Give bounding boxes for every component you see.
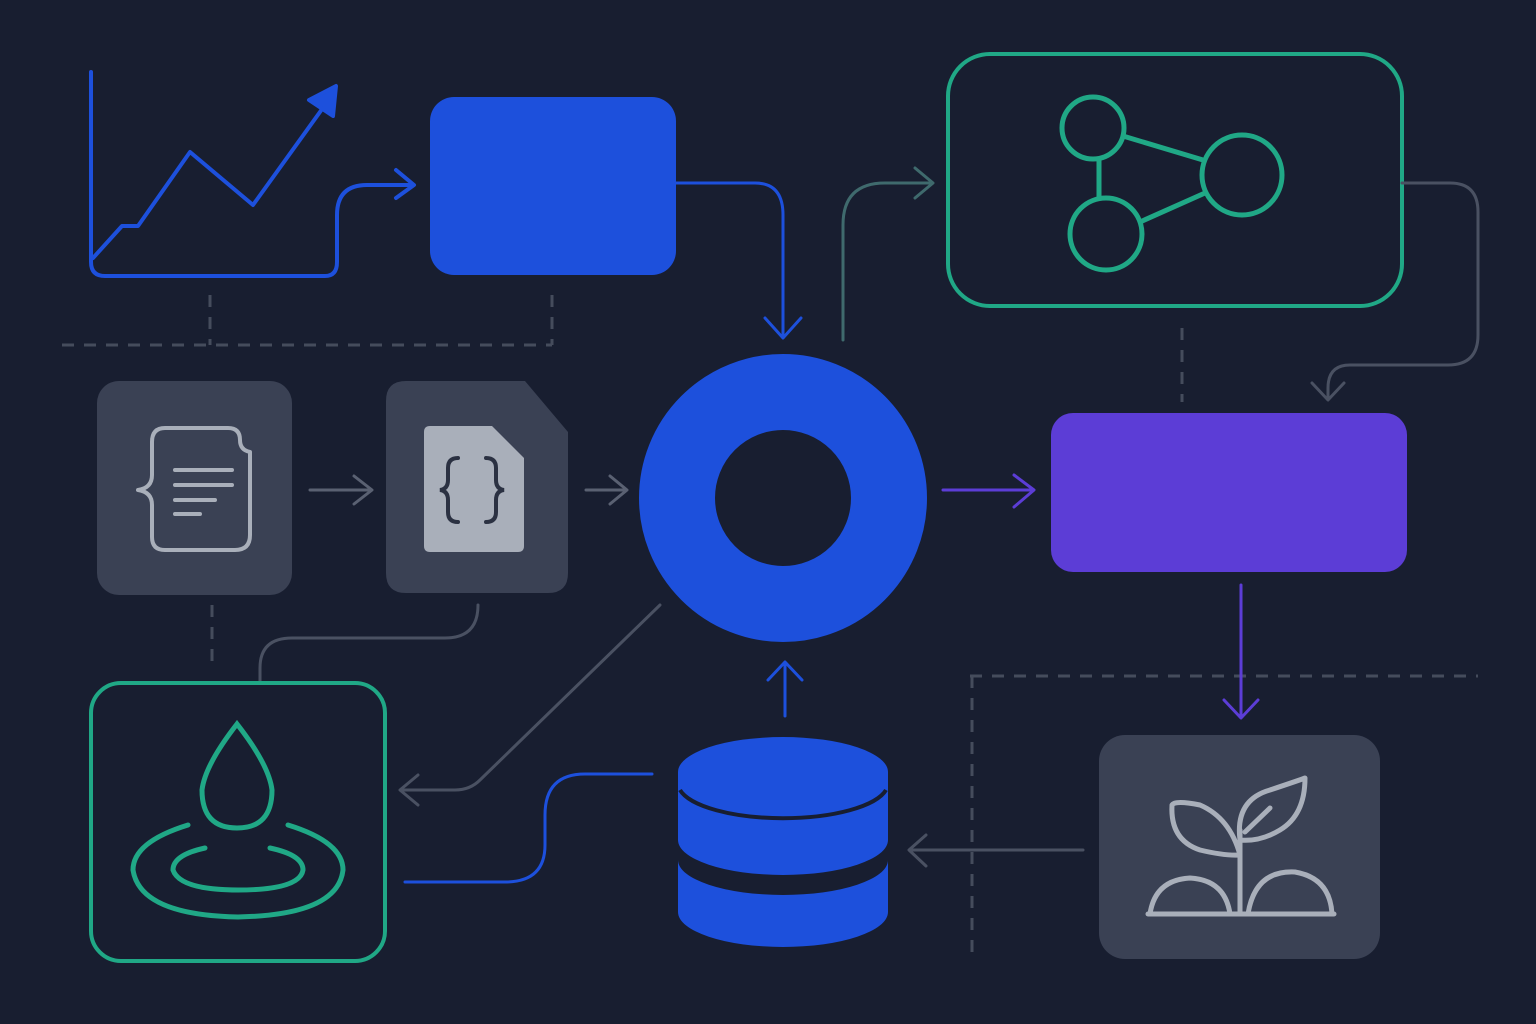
- braces-icon: [439, 456, 505, 524]
- network-graph-node[interactable]: [946, 52, 1404, 308]
- connector-hub-to-network: [841, 166, 935, 342]
- connector-hub-to-water: [398, 603, 662, 807]
- connector-purple-to-plant: [1222, 583, 1260, 720]
- json-file-icon: [424, 426, 524, 552]
- water-box: [89, 681, 387, 963]
- database-icon[interactable]: [678, 737, 888, 947]
- network-box: [946, 52, 1404, 308]
- dashed-guides: [62, 295, 1478, 955]
- document-braces-icon: [136, 426, 252, 552]
- graph-nodes-icon: [1059, 94, 1285, 273]
- water-drop-icon: [130, 719, 346, 920]
- connector-json-to-water: [258, 603, 480, 685]
- connector-plant-to-db: [907, 833, 1085, 868]
- document-node[interactable]: [97, 381, 292, 595]
- water-drop-node[interactable]: [89, 681, 387, 963]
- connector-db-to-hub: [766, 660, 804, 718]
- connector-blue-to-hub: [674, 181, 803, 340]
- document-tile: [97, 381, 292, 595]
- json-file-node[interactable]: [386, 381, 568, 593]
- line-chart-arrow-icon: [89, 70, 416, 278]
- connector-db-to-water: [403, 772, 654, 884]
- blue-block[interactable]: [430, 97, 676, 275]
- hub-ring[interactable]: [639, 354, 927, 642]
- connector-network-to-purple: [1310, 181, 1480, 402]
- connector-doc-to-json: [308, 474, 374, 506]
- purple-block[interactable]: [1051, 413, 1407, 572]
- connector-hub-to-purple: [941, 473, 1036, 509]
- connector-json-to-hub: [584, 474, 629, 506]
- sprout-icon: [1145, 775, 1337, 917]
- plant-node[interactable]: [1099, 735, 1380, 959]
